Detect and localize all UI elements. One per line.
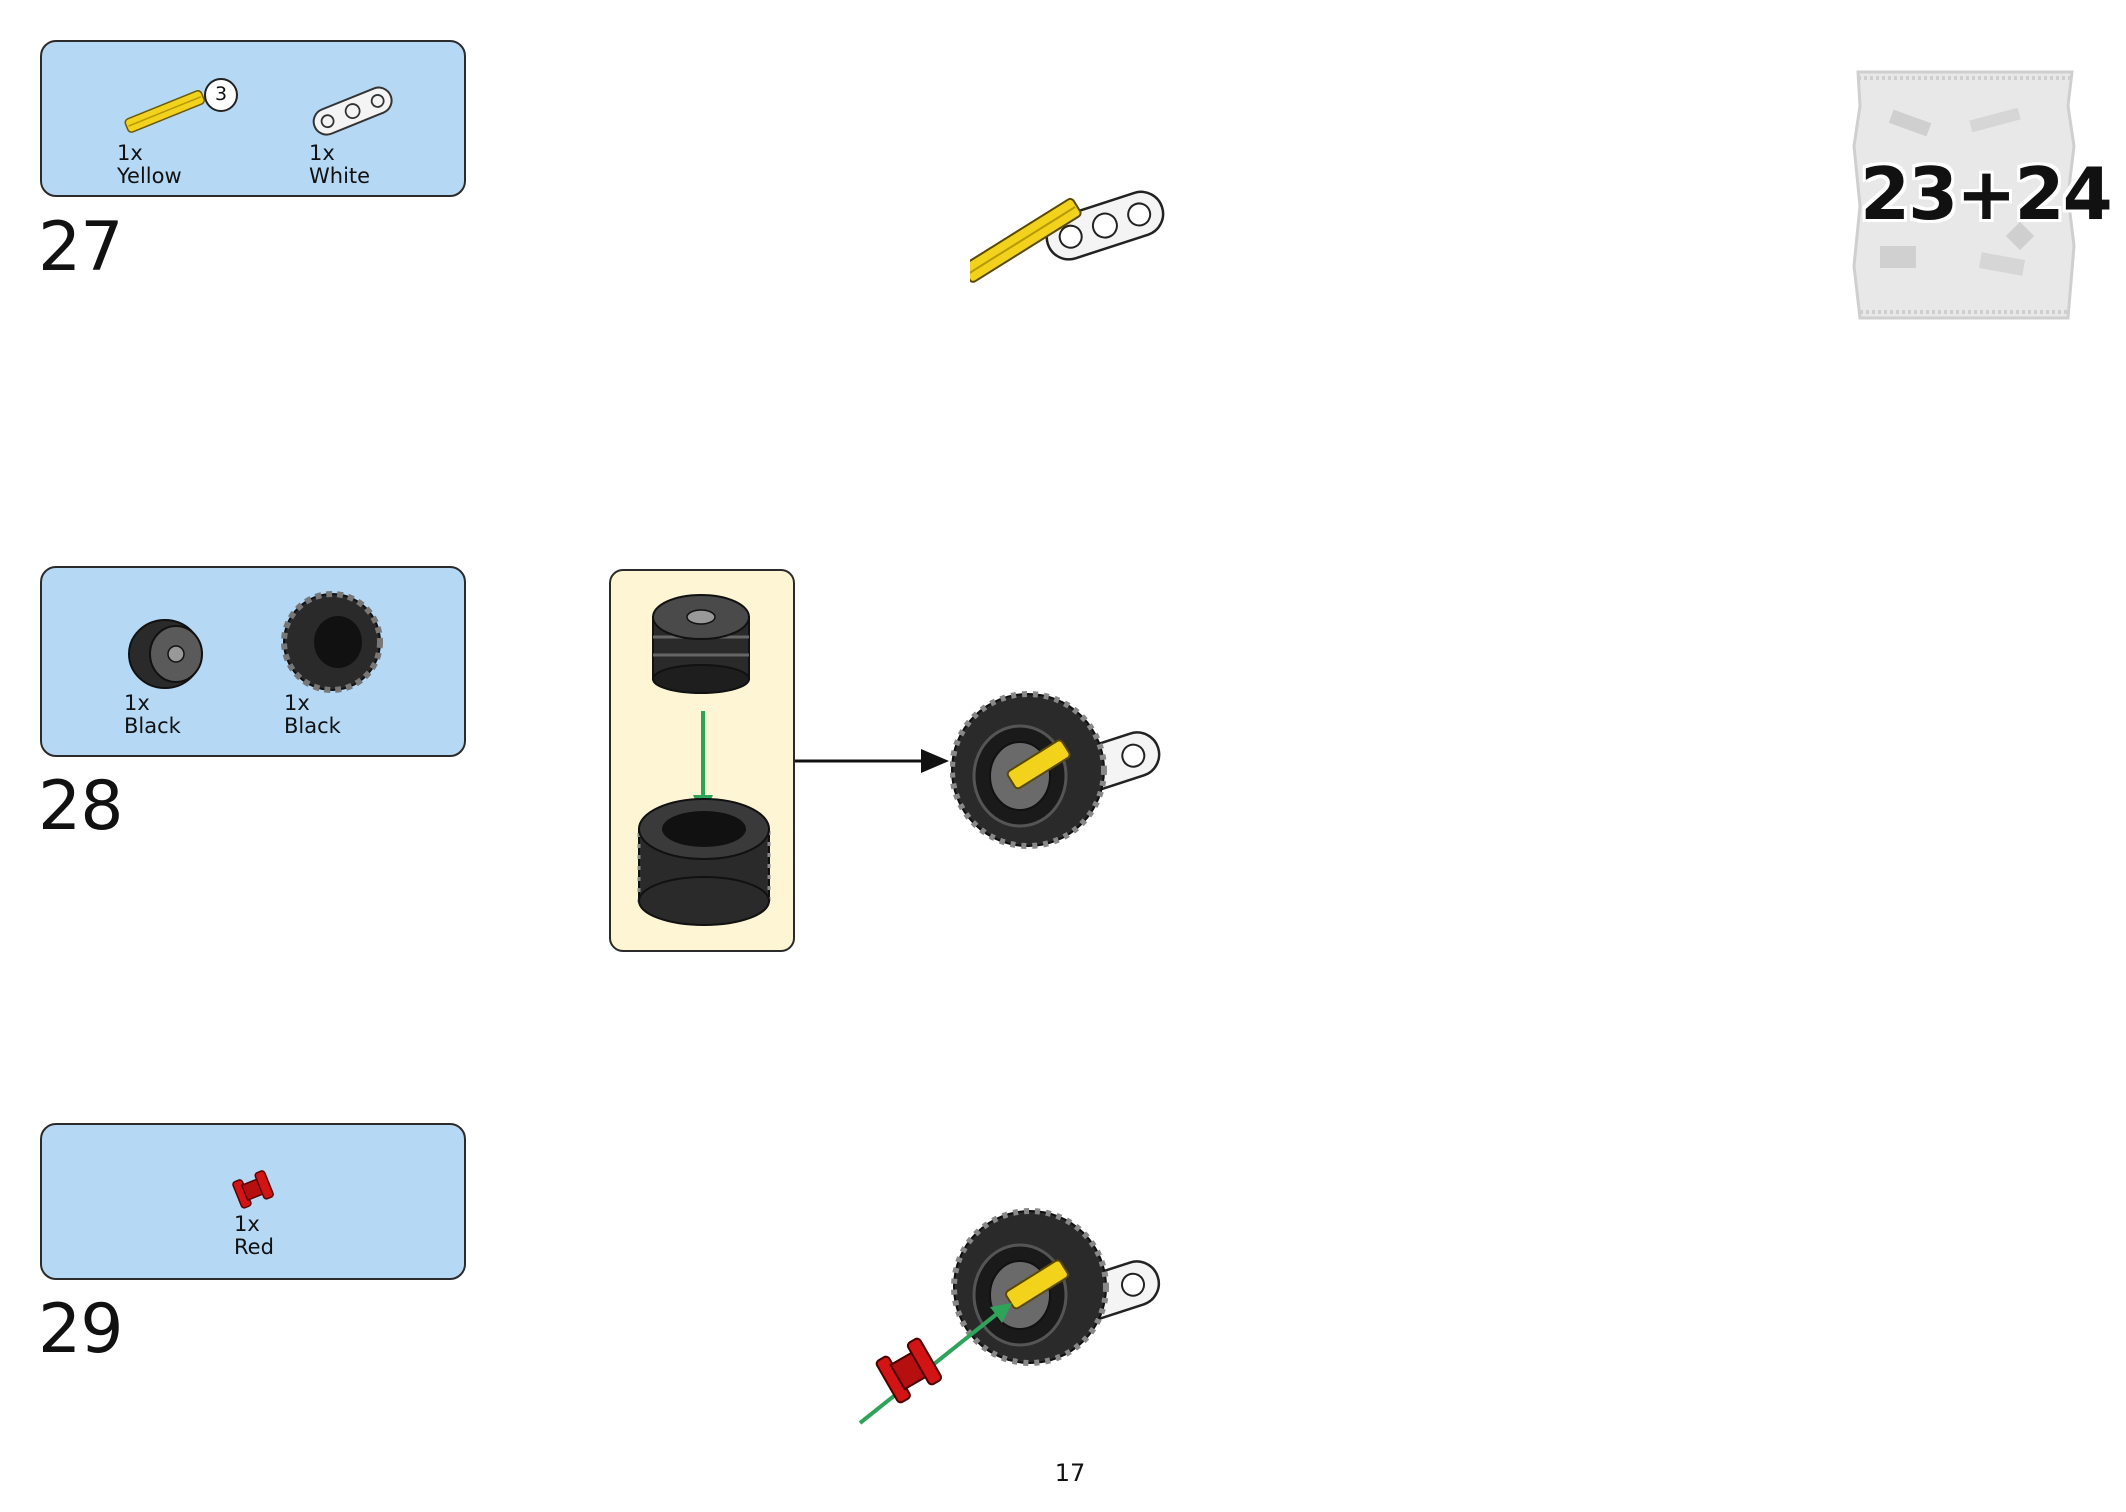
part-label-yellow-axle: 1x Yellow (117, 142, 182, 188)
part-label-black-tire: 1x Black (284, 692, 341, 738)
liftarm-3-icon (312, 86, 393, 136)
part-qty: 1x (234, 1212, 260, 1236)
step-29-parts-box: 1x Red (40, 1123, 466, 1280)
part-color: Red (234, 1235, 274, 1259)
quantity-callout-icon (204, 78, 238, 112)
step-29-assembly-illustration (858, 1208, 1161, 1425)
part-qty: 1x (124, 691, 150, 715)
axle-3-icon (124, 90, 205, 133)
part-qty: 1x (117, 141, 143, 165)
part-color: Black (124, 714, 181, 738)
part-color: Black (284, 714, 341, 738)
part-label-black-rim: 1x Black (124, 692, 181, 738)
subassembly-to-model-arrow (795, 749, 949, 773)
parts-bag-icon (1852, 70, 2076, 320)
part-qty: 1x (309, 141, 335, 165)
step-number-27: 27 (38, 208, 124, 287)
part-color: White (309, 164, 371, 188)
axle-length-callout: 3 (214, 83, 228, 105)
part-label-white-liftarm: 1x White (309, 142, 370, 188)
bag-number-label: 23+24 (1860, 152, 2113, 236)
part-qty: 1x (284, 691, 310, 715)
tire-subassembly-icon (637, 798, 771, 926)
step-27-parts-box: 3 1x Yellow 1x White (40, 40, 466, 197)
step-number-29: 29 (38, 1290, 124, 1369)
page-number: 17 (1054, 1459, 1086, 1487)
wheel-rim-icon (128, 619, 203, 689)
tire-icon (281, 591, 383, 693)
step-27-assembly-illustration (970, 190, 1165, 283)
bush-icon (232, 1170, 274, 1209)
wheel-rim-subassembly-icon (652, 594, 750, 694)
part-color: Yellow (117, 164, 182, 188)
step-28-assembly-illustration (950, 691, 1161, 849)
step-28-parts-box: 1x Black 1x Black (40, 566, 466, 757)
step-number-28: 28 (38, 767, 124, 846)
part-label-red-bush: 1x Red (234, 1213, 274, 1259)
subassembly-callout-box (609, 569, 795, 952)
